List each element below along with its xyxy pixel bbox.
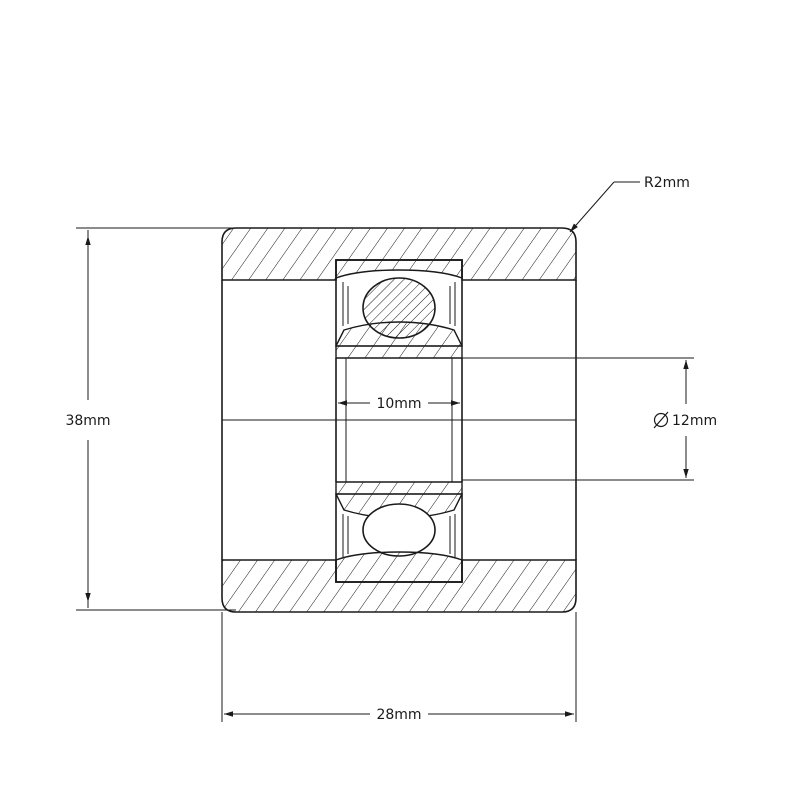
diameter-dimension-label: 12mm [672,413,717,429]
bearing-seals-top [342,282,456,326]
radius-callout: R2mm [569,175,690,233]
diameter-symbol-icon [653,411,669,429]
bore-width-dimension: 10mm [338,396,460,412]
bearing-ball-top [362,277,436,339]
bore-width-dimension-label: 10mm [376,396,421,412]
width-dimension-label: 28mm [376,707,421,723]
width-dimension: 28mm [221,612,577,723]
bearing-seals-bottom [342,514,456,558]
outer-sleeve-top [221,227,577,281]
height-dimension-label: 38mm [65,413,110,429]
bearing-ball-bottom [362,503,436,557]
bearing-bore [335,358,463,482]
height-dimension: 38mm [65,227,236,611]
radius-callout-label: R2mm [644,175,690,191]
diameter-dimension: 12mm [462,357,717,481]
sleeve-body-outline [221,279,577,561]
bearing-outer-ring-bottom [335,493,463,583]
